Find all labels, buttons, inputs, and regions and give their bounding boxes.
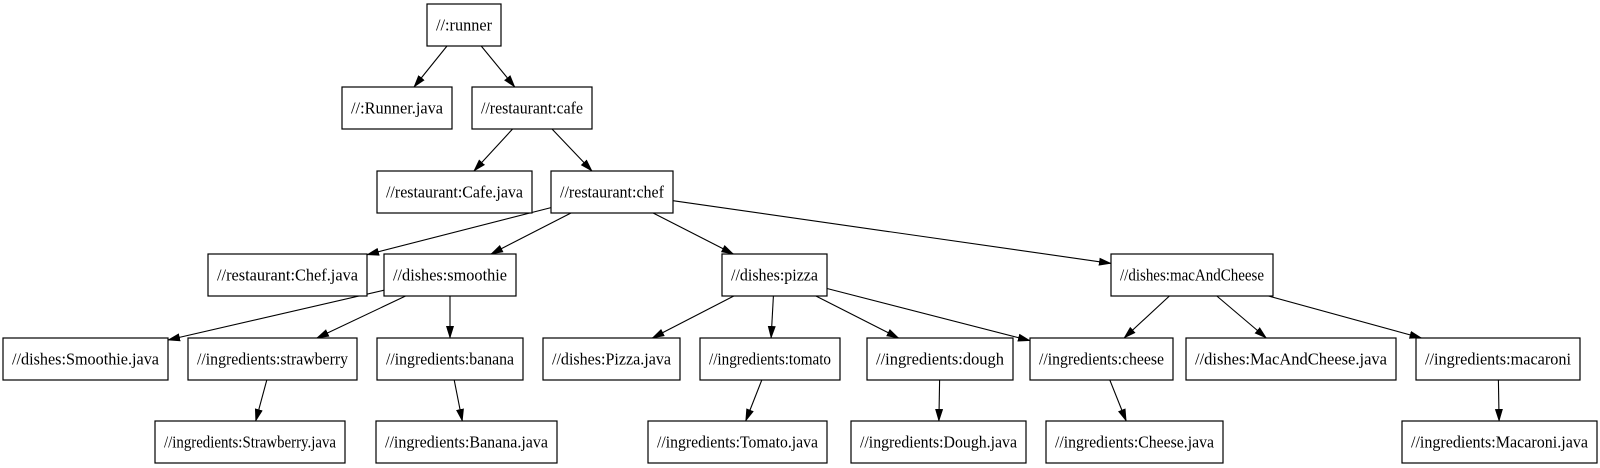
node-label: //restaurant:Chef.java: [217, 266, 359, 285]
node-label: //ingredients:Strawberry.java: [164, 433, 337, 452]
node-box: [1045, 420, 1224, 464]
node-label: //restaurant:chef: [560, 183, 664, 202]
edge-pizza-to-cheese: [826, 287, 1031, 342]
graph-node-chef_java: //restaurant:Chef.java: [207, 253, 368, 297]
node-box: [1185, 337, 1397, 381]
node-box: [2, 337, 169, 381]
node-label: //dishes:smoothie: [393, 266, 507, 285]
node-label: //ingredients:tomato: [709, 350, 831, 369]
node-label: //restaurant:Cafe.java: [386, 183, 524, 202]
node-label: //ingredients:Cheese.java: [1055, 433, 1215, 452]
node-label: //ingredients:Macaroni.java: [1411, 433, 1589, 452]
graph-node-chef: //restaurant:chef: [550, 170, 674, 214]
node-box: [1029, 337, 1174, 381]
node-box: [850, 420, 1027, 464]
node-label: //:runner: [436, 16, 492, 35]
graph-node-cheese_java: //ingredients:Cheese.java: [1045, 420, 1224, 464]
node-label: //ingredients:Dough.java: [860, 433, 1018, 452]
graph-node-macandcheese: //dishes:macAndCheese: [1110, 253, 1274, 297]
node-box: [375, 420, 558, 464]
node-box: [426, 3, 502, 47]
edge-cafe-to-cafe_java: [473, 128, 514, 172]
node-label: //dishes:pizza: [731, 266, 819, 285]
node-layer: //:runner //:Runner.java //restaurant:cafe…: [2, 3, 1598, 464]
graph-node-strawberry_java: //ingredients:Strawberry.java: [154, 420, 346, 464]
node-label: //ingredients:banana: [386, 350, 515, 369]
graph-node-cafe_java: //restaurant:Cafe.java: [376, 170, 533, 214]
node-box: [1415, 337, 1581, 381]
node-label: //dishes:Smoothie.java: [12, 350, 160, 369]
node-box: [207, 253, 368, 297]
edge-chef-to-chef_java: [366, 207, 552, 256]
node-box: [542, 337, 681, 381]
node-box: [383, 253, 517, 297]
graph-node-smoothie_java: //dishes:Smoothie.java: [2, 337, 169, 381]
graph-node-dough: //ingredients:dough: [866, 337, 1014, 381]
edge-pizza-to-tomato: [767, 295, 776, 339]
edge-banana-to-banana_java: [453, 379, 464, 422]
node-label: //dishes:macAndCheese: [1120, 266, 1264, 285]
node-label: //ingredients:Tomato.java: [657, 433, 819, 452]
graph-node-macaroni: //ingredients:macaroni: [1415, 337, 1581, 381]
edge-runner-to-runner_java: [413, 45, 448, 88]
node-label: //dishes:Pizza.java: [552, 350, 672, 369]
graph-node-pizza_java: //dishes:Pizza.java: [542, 337, 681, 381]
node-box: [699, 337, 841, 381]
edge-chef-to-smoothie: [490, 212, 572, 255]
graph-node-cafe: //restaurant:cafe: [471, 86, 593, 130]
node-box: [721, 253, 828, 297]
edge-smoothie-to-smoothie_java: [167, 289, 385, 342]
graph-node-tomato: //ingredients:tomato: [699, 337, 841, 381]
node-label: //:Runner.java: [351, 99, 444, 118]
node-box: [376, 170, 533, 214]
edge-chef-to-macandcheese: [672, 200, 1112, 266]
graph-node-cheese: //ingredients:cheese: [1029, 337, 1174, 381]
graph-node-banana: //ingredients:banana: [376, 337, 524, 381]
edge-runner-to-cafe: [480, 45, 516, 88]
node-label: //dishes:MacAndCheese.java: [1195, 350, 1388, 369]
node-box: [647, 420, 828, 464]
graph-node-tomato_java: //ingredients:Tomato.java: [647, 420, 828, 464]
edge-cheese-to-cheese_java: [1109, 379, 1127, 422]
node-box: [1110, 253, 1274, 297]
node-label: //ingredients:Banana.java: [385, 433, 549, 452]
node-box: [866, 337, 1014, 381]
edge-macaroni-to-macaroni_java: [1494, 379, 1503, 422]
edge-dough-to-dough_java: [935, 379, 944, 422]
edge-strawberry-to-strawberry_java: [254, 379, 268, 422]
graph-node-runner: //:runner: [426, 3, 502, 47]
graph-node-macandcheese_java: //dishes:MacAndCheese.java: [1185, 337, 1397, 381]
graph-node-dough_java: //ingredients:Dough.java: [850, 420, 1027, 464]
node-label: //ingredients:macaroni: [1425, 350, 1571, 369]
node-label: //ingredients:cheese: [1039, 350, 1164, 369]
edge-chef-to-pizza: [652, 212, 735, 255]
node-box: [376, 337, 524, 381]
graph-node-smoothie: //dishes:smoothie: [383, 253, 517, 297]
graph-node-strawberry: //ingredients:strawberry: [187, 337, 358, 381]
edge-tomato-to-tomato_java: [745, 379, 763, 422]
node-label: //ingredients:dough: [876, 350, 1005, 369]
node-box: [154, 420, 346, 464]
edge-pizza-to-dough: [815, 295, 900, 339]
node-box: [1401, 420, 1598, 464]
edge-macandcheese-to-macandcheese_java: [1216, 295, 1268, 339]
edge-cafe-to-chef: [551, 128, 593, 172]
edge-macandcheese-to-cheese: [1123, 295, 1170, 339]
node-label: //restaurant:cafe: [481, 99, 583, 118]
graph-node-runner_java: //:Runner.java: [341, 86, 453, 130]
node-box: [471, 86, 593, 130]
edge-layer: [167, 45, 1503, 422]
graph-node-macaroni_java: //ingredients:Macaroni.java: [1401, 420, 1598, 464]
graph-node-pizza: //dishes:pizza: [721, 253, 828, 297]
graph-node-banana_java: //ingredients:Banana.java: [375, 420, 558, 464]
node-box: [550, 170, 674, 214]
node-label: //ingredients:strawberry: [197, 350, 349, 369]
edge-pizza-to-pizza_java: [651, 295, 735, 339]
node-box: [341, 86, 453, 130]
edge-macandcheese-to-macaroni: [1268, 295, 1423, 339]
edge-smoothie-to-strawberry: [315, 295, 406, 339]
node-box: [187, 337, 358, 381]
